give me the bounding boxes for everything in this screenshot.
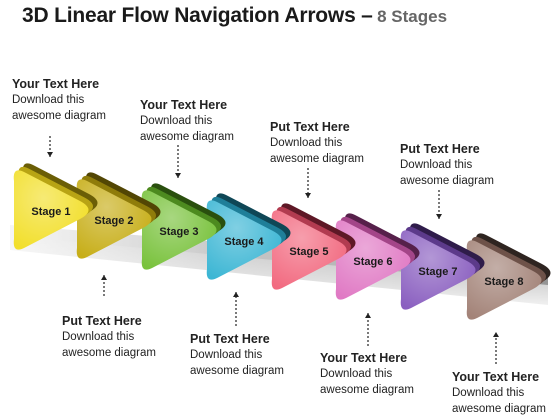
- callout-body: Download this awesome diagram: [400, 159, 494, 187]
- callout-7: Put Text Here Download this awesome diag…: [400, 141, 550, 189]
- stage-4-gloss: [206, 200, 282, 280]
- stage-6-label: Stage 6: [353, 256, 392, 268]
- callout-6: Your Text Here Download this awesome dia…: [320, 350, 470, 398]
- stage-7-gloss: [400, 230, 476, 310]
- callout-body: Download this awesome diagram: [452, 387, 546, 415]
- callout-body: Download this awesome diagram: [62, 331, 156, 359]
- callout-8: Your Text Here Download this awesome dia…: [452, 369, 560, 417]
- callout-body: Download this awesome diagram: [140, 115, 234, 143]
- stage-3-label: Stage 3: [159, 226, 198, 238]
- stage-8-label: Stage 8: [484, 276, 523, 288]
- callout-body: Download this awesome diagram: [190, 349, 284, 377]
- callout-5: Put Text Here Download this awesome diag…: [270, 119, 420, 167]
- connector-arrowhead-1: [47, 152, 53, 157]
- callout-1: Your Text Here Download this awesome dia…: [12, 76, 162, 124]
- callout-2: Put Text Here Download this awesome diag…: [62, 313, 212, 361]
- callout-title: Your Text Here: [12, 77, 100, 91]
- stage-4-label: Stage 4: [224, 236, 264, 248]
- connector-arrowhead-3: [175, 173, 181, 178]
- callout-title: Put Text Here: [190, 332, 270, 346]
- stage-8-arrow: Stage 8: [466, 233, 551, 320]
- callout-title: Your Text Here: [140, 98, 228, 112]
- arrow-layer: Stage 8 Stage 7 Stage 6 Stage 5 Stage 4 Stage…: [13, 163, 551, 320]
- callout-title: Put Text Here: [270, 120, 350, 134]
- stage-8-gloss: [466, 240, 542, 320]
- callout-body: Download this awesome diagram: [12, 94, 106, 122]
- connector-layer: [47, 136, 499, 364]
- callout-title: Put Text Here: [400, 142, 480, 156]
- stage-1-arrow: Stage 1: [13, 163, 98, 250]
- stage-4-arrow: Stage 4: [206, 193, 291, 280]
- connector-arrowhead-2: [101, 275, 107, 280]
- stage-1-label: Stage 1: [31, 206, 70, 218]
- stage-7-arrow: Stage 7: [400, 223, 485, 310]
- stage-7-label: Stage 7: [418, 266, 457, 278]
- stage-5-label: Stage 5: [289, 246, 328, 258]
- callout-3: Your Text Here Download this awesome dia…: [140, 97, 290, 145]
- title-main: 3D Linear Flow Navigation Arrows –: [22, 4, 373, 27]
- stage-3-arrow: Stage 3: [141, 183, 226, 270]
- stage-3-gloss: [141, 190, 217, 270]
- callout-title: Your Text Here: [320, 351, 408, 365]
- connector-arrowhead-5: [305, 193, 311, 198]
- title-sub: 8 Stages: [377, 7, 448, 26]
- stage-1-gloss: [13, 170, 89, 250]
- callout-title: Put Text Here: [62, 314, 142, 328]
- connector-arrowhead-7: [436, 214, 442, 219]
- callout-body: Download this awesome diagram: [270, 137, 364, 165]
- callout-title: Your Text Here: [452, 370, 540, 384]
- stage-5-arrow: Stage 5: [271, 203, 356, 290]
- connector-arrowhead-4: [233, 292, 239, 297]
- callout-body: Download this awesome diagram: [320, 368, 414, 396]
- connector-arrowhead-8: [493, 332, 499, 337]
- stage-2-label: Stage 2: [94, 215, 133, 227]
- stage-5-gloss: [271, 210, 347, 290]
- page-title: 3D Linear Flow Navigation Arrows – 8 Sta…: [22, 4, 552, 34]
- connector-arrowhead-6: [365, 313, 371, 318]
- callout-4: Put Text Here Download this awesome diag…: [190, 331, 340, 379]
